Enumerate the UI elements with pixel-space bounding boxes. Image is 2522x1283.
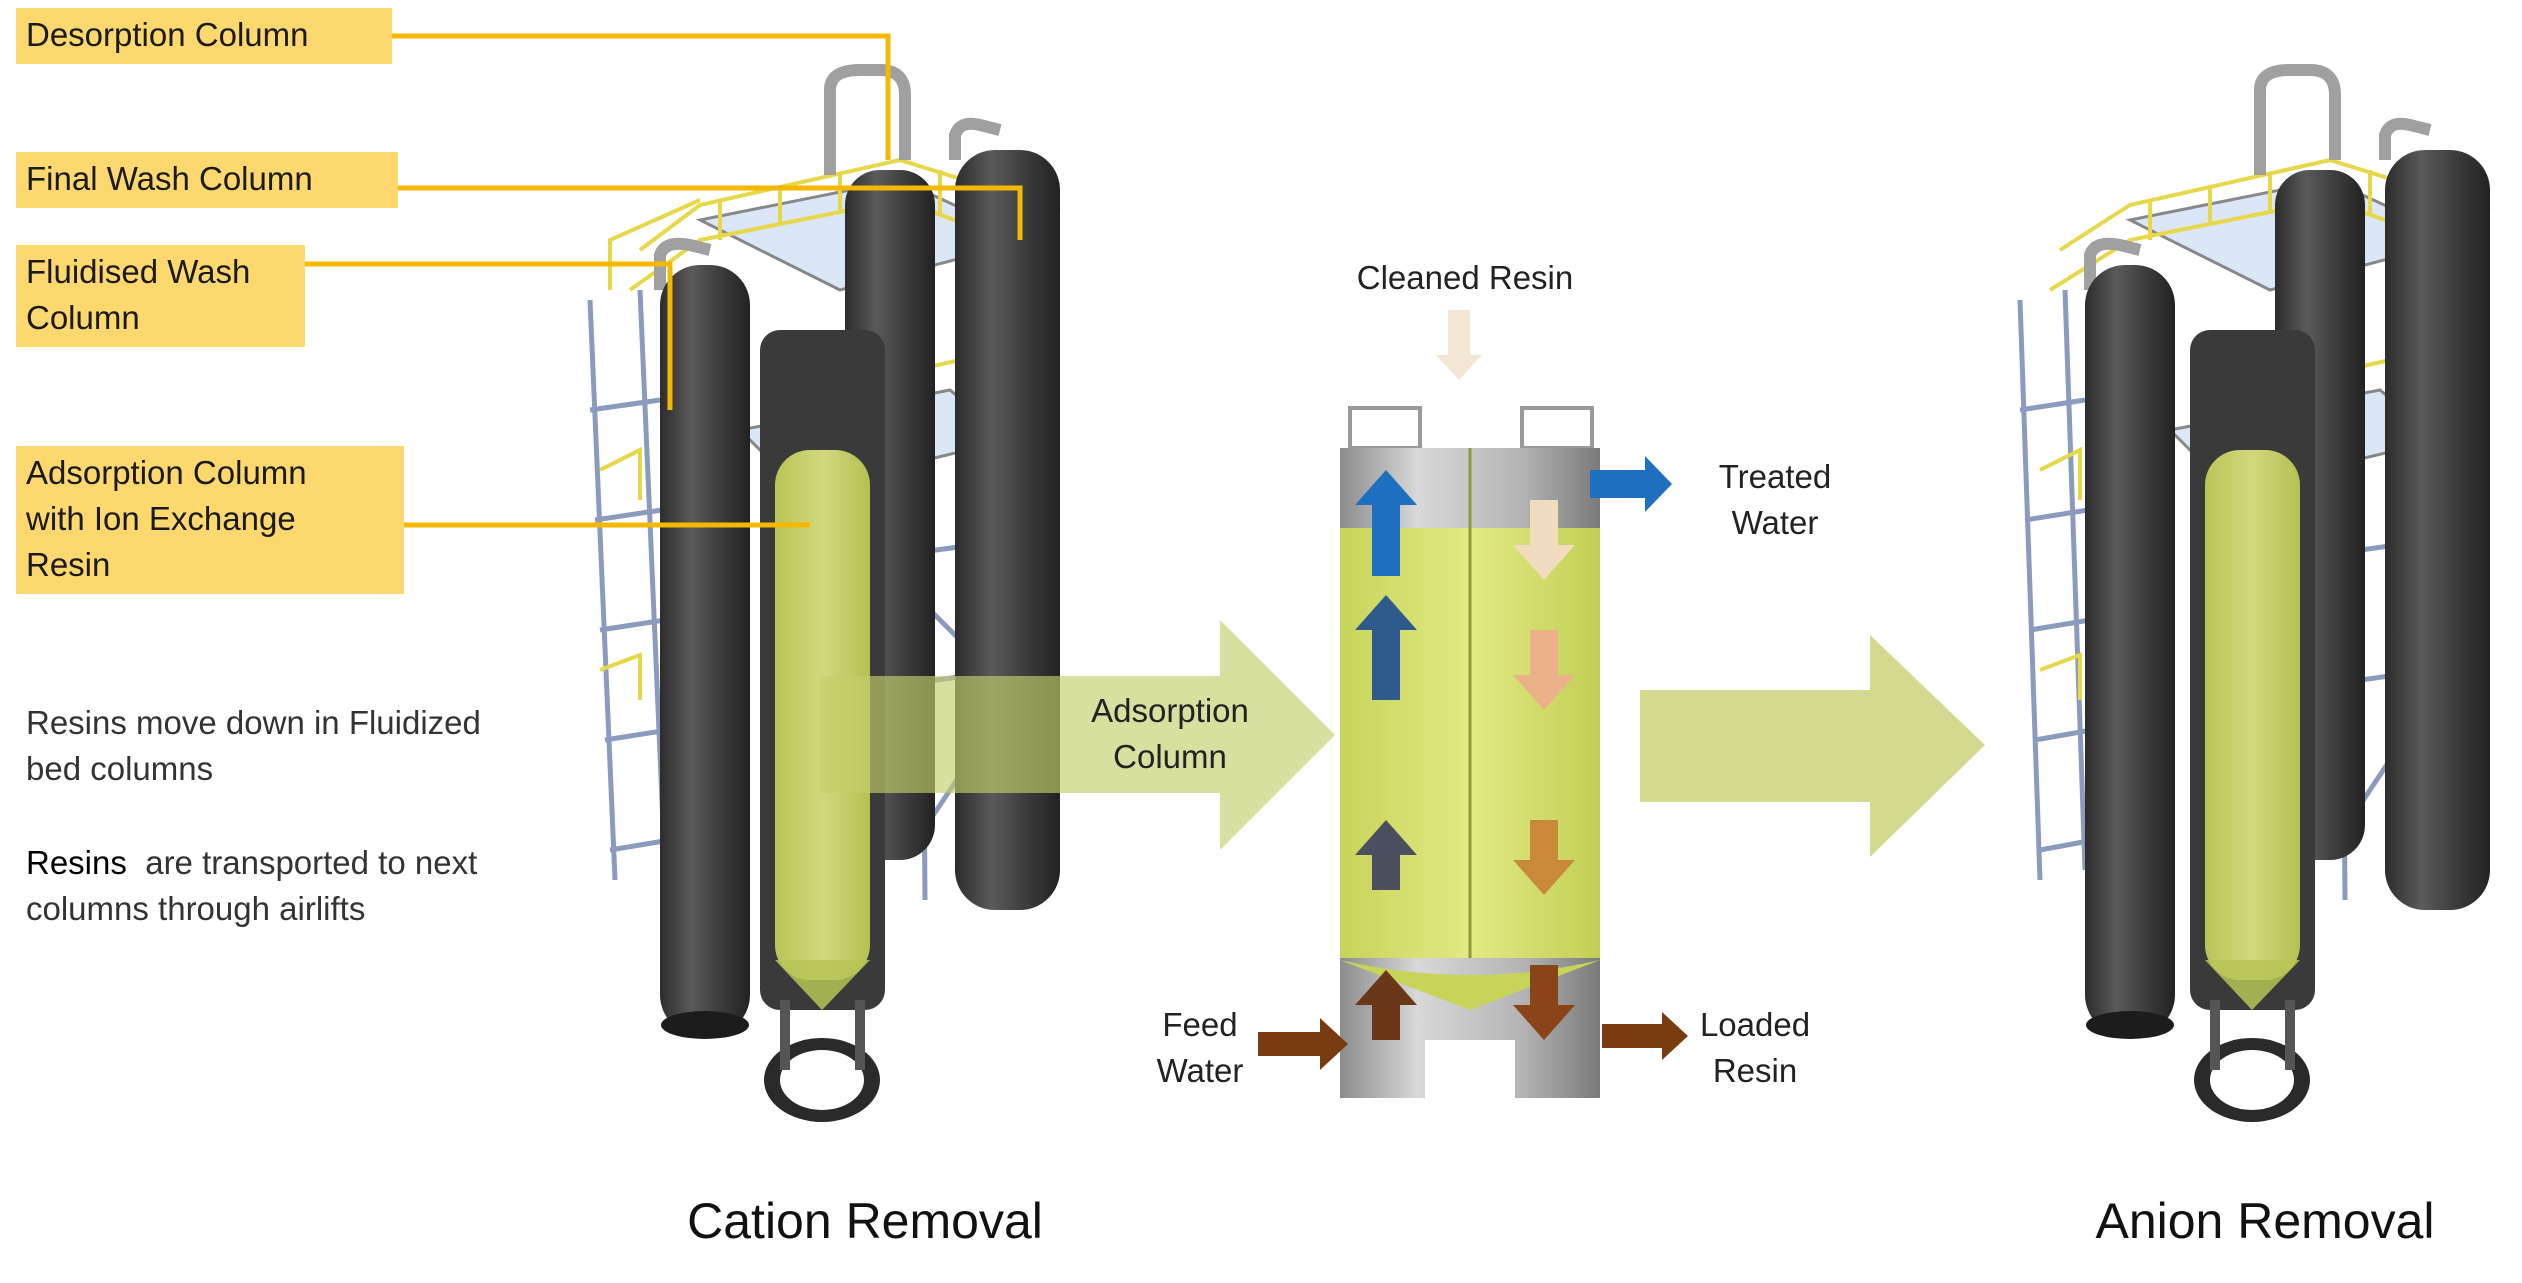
flow-adsorption-line2: Column [1113,738,1227,775]
feed-line1: Feed [1162,1006,1238,1043]
treated-line2: Water [1731,504,1819,541]
note-airlifts: Resins are transported to next columns t… [26,840,566,932]
label-desorption-column: Desorption Column [16,8,392,64]
feed-line2: Water [1156,1052,1244,1089]
flow-adsorption-line1: Adsorption [1091,692,1249,729]
feed-water-label: Feed Water [1130,1002,1270,1094]
label-final-wash-column: Final Wash Column [16,152,398,208]
label-final-wash-text: Final Wash Column [26,160,313,197]
label-adsorption-line2: with Ion Exchange [26,500,296,537]
flow-adsorption-label: Adsorption Column [1060,688,1280,780]
caption-cation-removal: Cation Removal [687,1193,1043,1249]
label-fluidised-wash-column: Fluidised Wash Column [16,245,305,347]
loaded-line1: Loaded [1699,1006,1811,1043]
note-line-3: are transported to next [126,844,478,881]
note-line-2: bed columns [26,750,214,787]
label-adsorption-line3: Resin [26,546,111,583]
anion-tower [2017,64,2491,1122]
treated-water-label: Treated Water [1690,454,1860,546]
note-fluidized: Resins move down in Fluidized bed column… [26,700,546,792]
cation-tower [587,64,1061,1122]
flow-arrow-2 [1640,635,1985,857]
note-line-4: columns through airlifts [26,890,366,927]
treated-line1: Treated [1718,458,1832,495]
leader-lines [305,33,1023,528]
label-desorption-text: Desorption Column [26,16,309,53]
note-line-1: Resins move down in Fluidized [26,704,481,741]
label-adsorption-column: Adsorption Column with Ion Exchange Resi… [16,446,404,594]
label-adsorption-line1: Adsorption Column [26,454,307,491]
caption-anion-removal: Anion Removal [2095,1193,2435,1249]
flow-arrow-1 [820,620,1335,850]
loaded-resin-label: Loaded Resin [1680,1002,1830,1094]
label-fluidised-line2: Column [26,299,140,336]
loaded-line2: Resin [1712,1052,1798,1089]
note-resins-word: Resins [26,844,127,881]
label-fluidised-line1: Fluidised Wash [26,253,251,290]
adsorption-column-detail [1258,310,1688,1100]
cleaned-resin-label: Cleaned Resin [1356,259,1574,296]
